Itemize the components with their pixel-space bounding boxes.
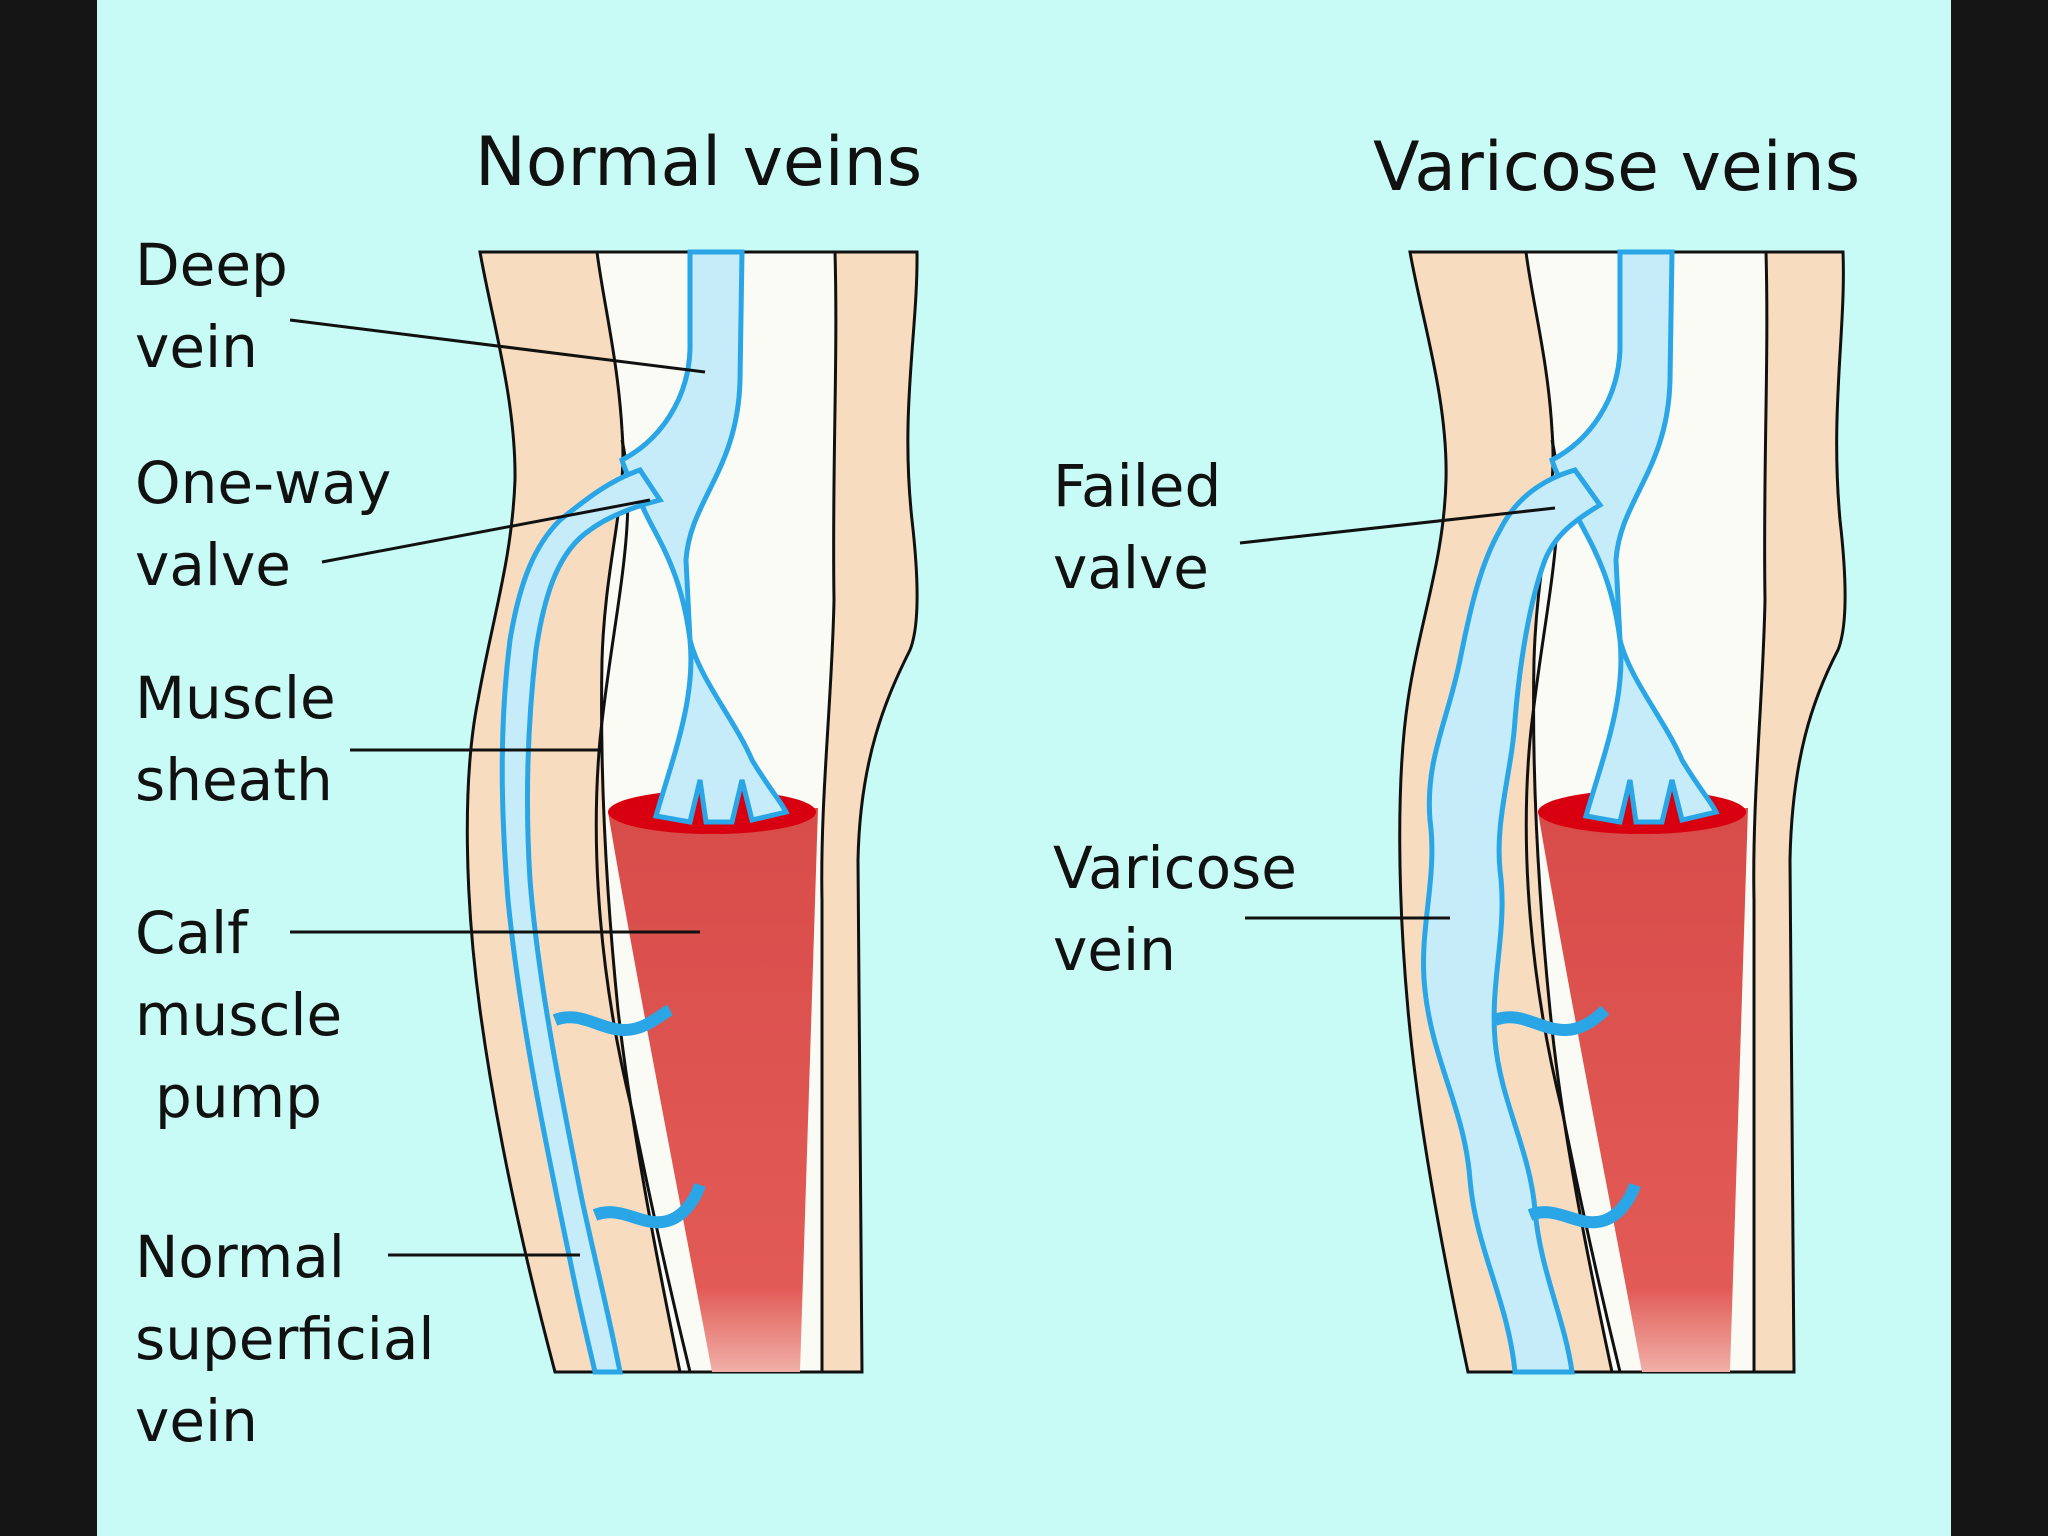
varicose-muscle-sheath-line: [1524, 439, 1622, 1373]
varicose-leg-illustration: [1398, 249, 1847, 1375]
leader-lines: [289, 318, 1556, 1257]
normal-muscle-sheath-line: [594, 439, 692, 1373]
normal-perforator-vein-2: [592, 1182, 706, 1229]
normal-deep-vein: [619, 249, 790, 825]
varicose-calf-muscle: [1538, 808, 1748, 1372]
normal-valve-branch: [499, 467, 665, 1375]
leader-one-way-valve: [321, 498, 651, 564]
normal-leg-illustration: [465, 249, 919, 1375]
label-one-way-valve: One-way valve: [135, 449, 410, 599]
label-normal-superficial-vein: Normal superficial vein: [135, 1223, 453, 1455]
label-varicose-vein: Varicose vein: [1053, 834, 1315, 984]
label-failed-valve: Failed valve: [1053, 452, 1240, 602]
label-calf-muscle-pump: Calf muscle pump: [135, 899, 361, 1131]
leader-failed-valve: [1239, 506, 1556, 545]
varicose-perforator-vein-2: [1527, 1182, 1641, 1229]
leader-deep-vein: [289, 318, 706, 374]
varicose-veins-title: Varicose veins: [1373, 128, 1860, 207]
varicose-deep-vein: [1549, 249, 1720, 825]
normal-veins-title: Normal veins: [475, 123, 922, 202]
label-muscle-sheath: Muscle sheath: [135, 664, 354, 814]
varicose-superficial-vein: [1420, 467, 1604, 1375]
varicose-perforator-vein-1: [1492, 1005, 1610, 1037]
normal-perforator-vein-1: [552, 1004, 673, 1037]
normal-calf-muscle: [608, 808, 818, 1372]
label-deep-vein: Deep vein: [135, 231, 306, 381]
